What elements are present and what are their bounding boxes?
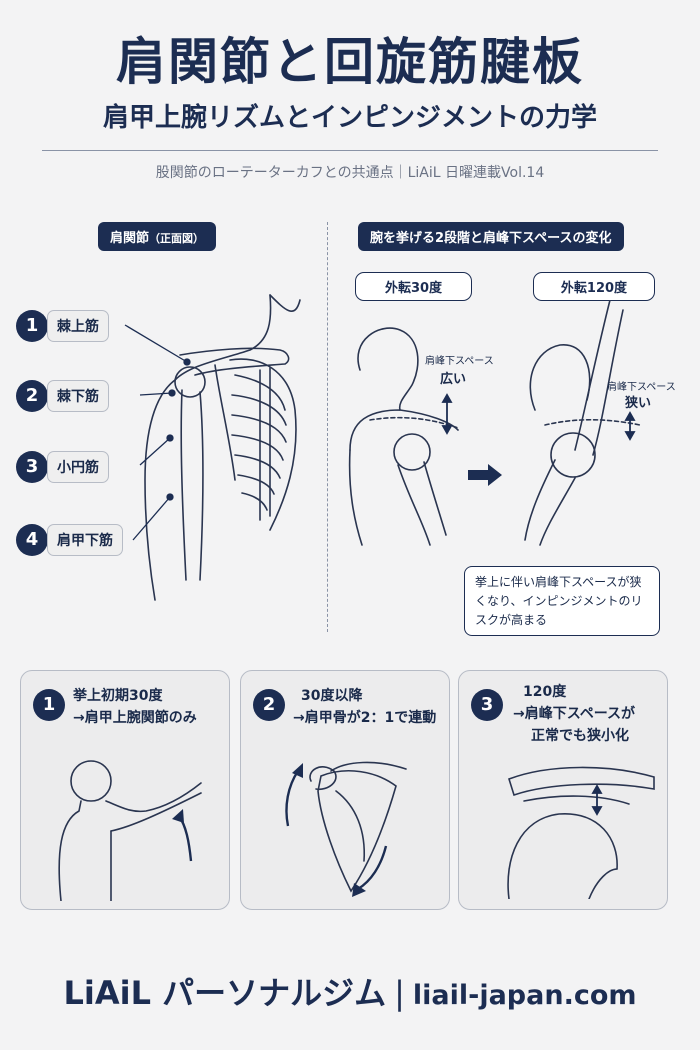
page-subtitle: 肩甲上腕リズムとインピンジメントの力学 <box>102 103 597 133</box>
arm-raise-30-illustration <box>58 760 202 901</box>
stage-card-3: 3 120度 →肩峰下スペースが 正常でも狭小化 <box>458 670 668 910</box>
state-120-label: 外転120度 <box>533 272 655 301</box>
footer-separator: | <box>394 974 405 1012</box>
card-1-number-badge: 1 <box>33 689 65 721</box>
header-divider <box>42 150 658 151</box>
card-2-line-1: 30度以降 <box>301 688 363 704</box>
left-panel-header-title: 肩関節 <box>110 231 150 246</box>
footer-brand: LiAiL パーソナルジム <box>63 974 387 1012</box>
tagline: 股関節のローテーターカフとの共通点｜LiAiL 日曜連載Vol.14 <box>155 165 545 181</box>
state-120-space-value: 狭い <box>625 396 652 411</box>
muscle-1-number-badge: 1 <box>16 310 48 342</box>
muscle-3-label: 小円筋 <box>47 451 109 483</box>
muscle-2-label: 棘下筋 <box>47 380 109 412</box>
card-2-line-2: →肩甲骨が2：1で連動 <box>293 710 437 726</box>
abduction-120-illustration <box>524 300 641 546</box>
card-3-number-badge: 3 <box>471 689 503 721</box>
impingement-note: 挙上に伴い肩峰下スペースが狭くなり、インピンジメントのリスクが高まる <box>464 566 660 636</box>
right-panel-header: 腕を挙げる2段階と肩峰下スペースの変化 <box>358 222 624 251</box>
shoulder-anatomy-illustration <box>144 294 301 601</box>
footer: LiAiL パーソナルジム|liail-japan.com <box>0 968 700 1014</box>
state-30-label: 外転30度 <box>355 272 472 301</box>
card-3-line-2: →肩峰下スペースが <box>513 706 636 722</box>
state-30-space-value: 広い <box>440 372 467 387</box>
subacromial-space-illustration <box>507 766 655 899</box>
state-30-space-label: 肩峰下スペース <box>425 356 494 367</box>
muscle-leader-lines <box>124 324 191 541</box>
card-3-line-1: 120度 <box>523 684 567 700</box>
muscle-1-label: 棘上筋 <box>47 310 109 342</box>
muscle-3-number-badge: 3 <box>16 451 48 483</box>
stage-card-2: 2 30度以降 →肩甲骨が2：1で連動 <box>240 670 450 910</box>
card-2-number-badge: 2 <box>253 689 285 721</box>
abduction-30-illustration <box>348 327 459 546</box>
left-panel-header: 肩関節（正面図） <box>98 222 217 251</box>
card-1-line-2: →肩甲上腕関節のみ <box>73 710 197 726</box>
muscle-4-number-badge: 4 <box>16 524 48 556</box>
footer-url[interactable]: liail-japan.com <box>412 980 637 1011</box>
left-panel-header-sub: （正面図） <box>149 232 205 245</box>
state-120-space-label: 肩峰下スペース <box>607 382 676 393</box>
card-1-line-1: 挙上初期30度 <box>73 688 163 704</box>
muscle-2-number-badge: 2 <box>16 380 48 412</box>
card-3-line-3: 正常でも狭小化 <box>531 728 629 744</box>
right-arrow-icon <box>468 464 502 486</box>
stage-card-1: 1 挙上初期30度 →肩甲上腕関節のみ <box>20 670 230 910</box>
panel-divider <box>327 222 328 632</box>
scapula-rotation-illustration <box>285 761 407 897</box>
page-title: 肩関節と回旋筋腱板 <box>116 33 584 91</box>
muscle-4-label: 肩甲下筋 <box>47 524 123 556</box>
